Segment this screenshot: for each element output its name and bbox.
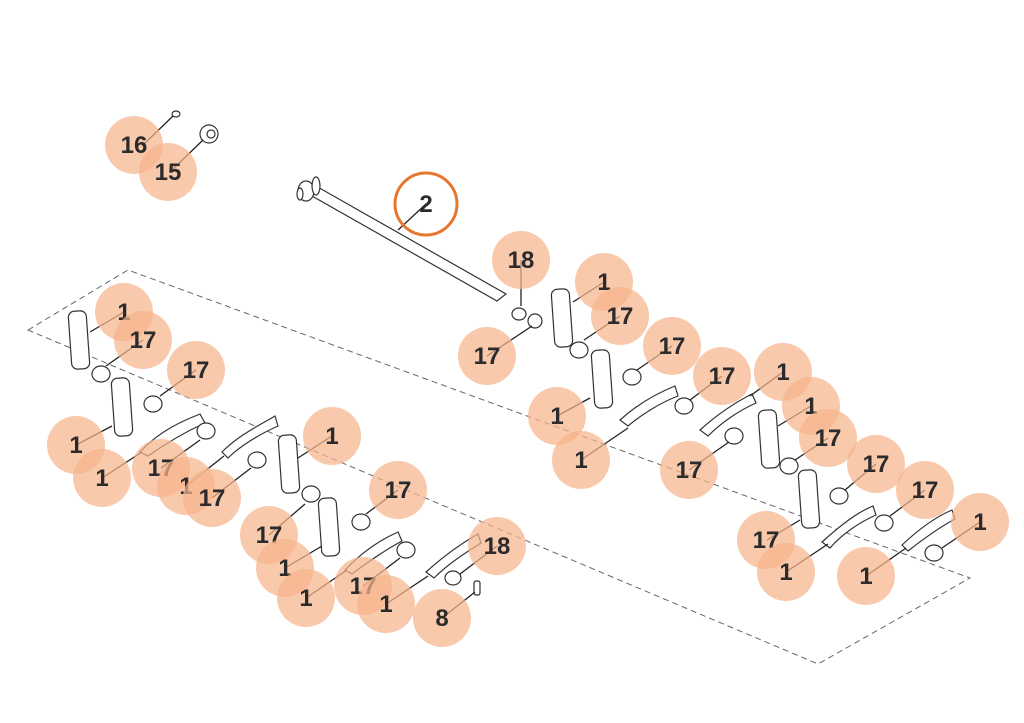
part-2-shaft: [296, 176, 508, 302]
callout-17[interactable]: 1: [951, 493, 1009, 551]
callout-1[interactable]: 1: [277, 569, 335, 627]
callout-label: 17: [385, 477, 412, 504]
callout-18[interactable]: 18: [492, 231, 550, 289]
callout-17[interactable]: 17: [643, 317, 701, 375]
callout-label: 1: [299, 585, 312, 612]
callout-label: 1: [379, 591, 392, 618]
callout-label: 17: [130, 327, 157, 354]
callout-1[interactable]: 1: [552, 431, 610, 489]
callout-1[interactable]: 1: [757, 543, 815, 601]
callout-1[interactable]: 1: [528, 387, 586, 445]
callout-17[interactable]: 17: [896, 461, 954, 519]
callout-17[interactable]: 17: [458, 327, 516, 385]
callout-label: 1: [69, 432, 82, 459]
callout-17[interactable]: 17: [591, 287, 649, 345]
callout-label: 1: [95, 465, 108, 492]
callout-label: 1: [779, 559, 792, 586]
part-15-bearing: [199, 124, 219, 144]
callout-label: 8: [435, 605, 448, 632]
callout-label: 17: [709, 363, 736, 390]
callout-label: 17: [676, 457, 703, 484]
callout-label: 16: [121, 132, 148, 159]
callout-17[interactable]: 17: [847, 435, 905, 493]
callouts: 16 15 2 18 17 1 17 17 17 1 1 1 1 17 17 1…: [47, 116, 1009, 647]
callout-17[interactable]: 17: [799, 409, 857, 467]
callout-label: 1: [859, 563, 872, 590]
callout-17[interactable]: 17: [183, 469, 241, 527]
callout-label: 17: [912, 477, 939, 504]
callout-18[interactable]: 18: [468, 517, 526, 575]
callout-label: 17: [474, 343, 501, 370]
callout-label: 17: [815, 425, 842, 452]
callout-label: 15: [155, 159, 182, 186]
callout-17[interactable]: 17: [167, 341, 225, 399]
callout-1[interactable]: 1: [73, 449, 131, 507]
part-17-spacer-top: [527, 313, 543, 329]
callout-2-highlighted[interactable]: 2: [393, 171, 459, 237]
callout-17[interactable]: 17: [369, 461, 427, 519]
callout-15[interactable]: 15: [139, 143, 197, 201]
callout-label: 2: [419, 191, 432, 218]
callout-label: 1: [776, 359, 789, 386]
callout-label: 17: [659, 333, 686, 360]
callout-label: 1: [574, 447, 587, 474]
callout-label: 18: [508, 247, 535, 274]
callout-label: 1: [325, 423, 338, 450]
callout-label: 1: [550, 403, 563, 430]
callout-label: 17: [863, 451, 890, 478]
callout-17[interactable]: 17: [660, 441, 718, 499]
part-18-washer-bottom: [444, 570, 462, 586]
callout-1[interactable]: 1: [837, 547, 895, 605]
callout-17[interactable]: 17: [114, 311, 172, 369]
callout-1[interactable]: 1: [303, 407, 361, 465]
callout-label: 17: [607, 303, 634, 330]
part-8-pin: [473, 580, 481, 596]
callout-label: 1: [973, 509, 986, 536]
callout-label: 17: [183, 357, 210, 384]
parts-drawing: [67, 110, 956, 596]
callout-17[interactable]: 17: [693, 347, 751, 405]
callout-label: 18: [484, 533, 511, 560]
callout-label: 1: [597, 269, 610, 296]
callout-label: 17: [199, 485, 226, 512]
part-18-washer-top: [511, 307, 527, 321]
assembly-dashed-outline: [26, 269, 972, 665]
callout-1[interactable]: 1: [357, 575, 415, 633]
callout-8[interactable]: 8: [413, 589, 471, 647]
part-16-circlip: [171, 110, 181, 118]
